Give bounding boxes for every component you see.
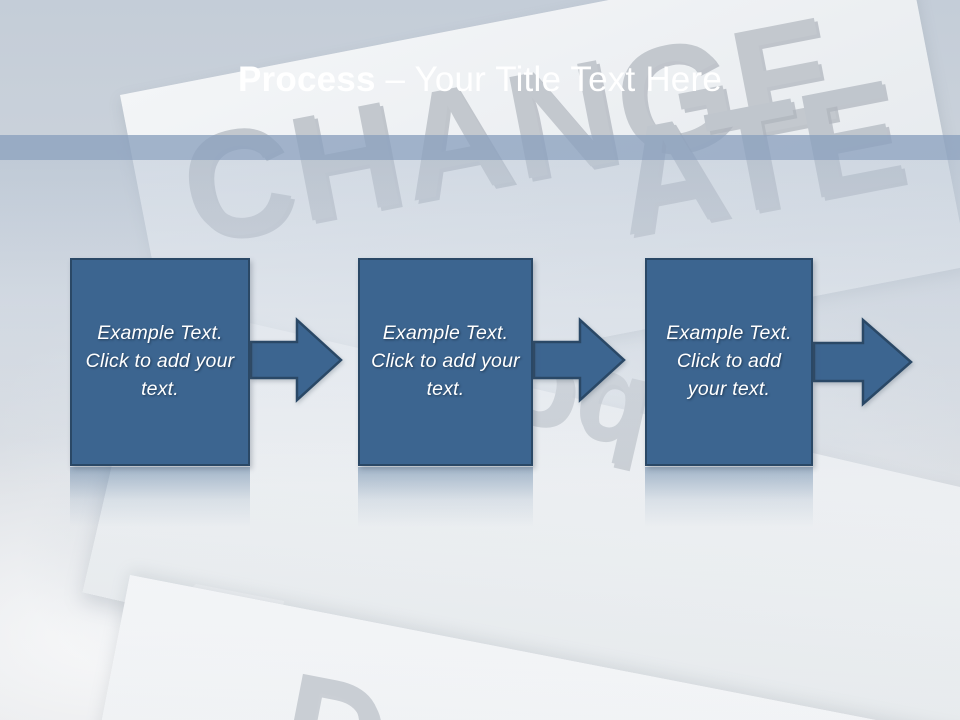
page-title: Process – Your Title Text Here [238,62,722,97]
process-step-3[interactable]: Example Text. Click to add your text. [645,258,813,466]
step-reflection [358,467,533,527]
process-arrow-3[interactable] [813,317,913,407]
process-arrow-2[interactable] [533,317,626,403]
process-step-3-text: Example Text. Click to add your text. [666,322,792,400]
page-title-rest: – Your Title Text Here [375,60,722,99]
process-step-2-text: Example Text. Click to add your text. [371,322,520,400]
process-step-2[interactable]: Example Text. Click to add your text. [358,258,533,466]
step-reflection [645,467,813,527]
step-reflection [70,467,250,527]
slide-header: Process – Your Title Text Here [0,0,960,135]
process-arrow-1[interactable] [250,317,343,403]
process-step-1-text: Example Text. Click to add your text. [85,322,235,400]
page-title-bold: Process [238,60,376,99]
process-step-1[interactable]: Example Text. Click to add your text. [70,258,250,466]
header-underline-strip [0,135,960,160]
